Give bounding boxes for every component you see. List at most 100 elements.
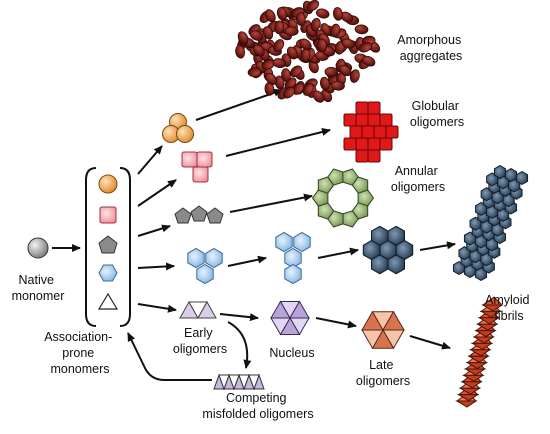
competing-triangle [228,374,240,391]
navy-hexagon [371,225,389,246]
association-prone-bracket [85,167,131,327]
arrow-nucleus-to-late [315,317,357,329]
arrow-to-pink-trimer [137,179,177,207]
amorphous-particle [284,26,299,37]
amorphous-particle [273,39,285,52]
amorphous-particle [249,30,264,41]
amorphous-particle [324,67,339,77]
orange-sphere-trimer [162,113,194,143]
amorphous-particle [286,46,298,60]
globular-oligomer-cluster [343,101,399,163]
globular-block [379,113,393,127]
hexagonal-fibril [452,164,529,282]
nucleus-triangle [289,300,310,319]
amyloid-segment [463,368,487,376]
amorphous-particle [354,24,369,35]
amyloid-segment [467,355,490,363]
globular-block [367,137,381,151]
amyloid-segment [458,387,482,395]
amorphous-particle [265,73,278,85]
amyloid-segment [481,304,504,312]
annular-oligomers-label: Annular oligomers [391,164,445,194]
native-monomer-sphere [27,237,49,259]
amyloid-segment [455,400,478,408]
amorphous-particle [306,0,320,12]
globular-block [343,113,357,127]
amorphous-particle [299,38,312,51]
navy-hexagon-cluster [362,225,414,275]
amyloid-fibril [455,296,504,408]
arrow-to-hexagon-cluster [317,247,359,259]
amorphous-particle [338,64,352,77]
late-oligomer-hexagon [361,310,405,350]
arrow-to-hexagon-tetramer [227,255,267,267]
amorphous-particle [317,38,327,53]
amorphous-particle [274,20,285,35]
gray-pentagon-trimer [174,205,224,224]
gray-pentagon-monomer [98,235,118,254]
arrow-to-orange-trimer [137,145,163,175]
annular-pentagon [342,168,359,186]
nucleus-label: Nucleus [269,346,314,360]
annular-pentagon [351,176,369,194]
amorphous-particle [262,26,274,40]
competing-triangle [238,374,250,391]
arrow-early-to-nucleus [219,313,259,322]
arrow-late-to-amyloid [409,335,451,350]
globular-block [373,125,387,139]
amorphous-particle [264,9,276,23]
amyloid-segment [474,330,497,338]
early-oligomer [179,300,217,320]
pink-square-trimer [181,151,213,183]
amyloid-segment [462,374,485,382]
late-oligomers-label: Late oligomers [356,358,410,388]
annular-pentagon [317,176,335,194]
amyloid-fibrils-label: Amyloid fibrils [485,293,533,323]
globular-block [355,137,369,151]
blue-hexagon [275,231,293,253]
fibril-hexagon [504,167,518,183]
blue-hexagon [196,263,214,285]
globular-block [343,137,357,151]
native-monomer-label: Native monomer [12,273,65,303]
globular-block [385,125,399,139]
late-oligomer-triangle [382,310,405,331]
competing-triangle [248,374,260,391]
amorphous-particle [276,7,287,21]
annular-pentagon [317,202,335,220]
globular-block [367,113,381,127]
navy-hexagon [387,254,405,275]
amorphous-aggregates-label: Amorphous aggregates [397,33,464,63]
blue-hexagon-trimer [187,247,223,285]
amorphous-particle [312,90,325,103]
annular-pentagon [327,210,344,228]
amyloid-segment [469,349,492,357]
competing-misfolded-oligomer [213,373,265,391]
pink-square-monomer [99,206,117,224]
nucleus-hexagon [270,300,310,336]
globular-block [379,137,393,151]
amyloid-segment [465,362,489,370]
amorphous-particle [334,41,345,55]
arrow-early-to-competing [227,321,252,369]
amyloid-segment [475,323,499,331]
amyloid-segment [479,310,502,318]
amorphous-particle [319,76,330,91]
globular-block [355,101,369,115]
arrow-to-hexagon-fibril [419,241,456,251]
blue-hexagon [205,247,223,269]
amyloid-segment [472,336,495,344]
fibril-hexagon [493,164,507,180]
blue-hexagon-monomer [98,264,118,282]
amorphous-particle [302,83,314,96]
amorphous-particle [333,7,343,21]
blue-hexagon [284,263,302,285]
amorphous-particle [235,44,246,59]
amyloid-segment [456,394,480,402]
arrow-to-annular [229,193,313,213]
globular-oligomers-label: Globular oligomers [410,99,464,129]
amorphous-particle [295,12,306,26]
amorphous-particle [247,67,262,77]
amorphous-particle [362,55,376,67]
amorphous-particle [341,38,356,49]
